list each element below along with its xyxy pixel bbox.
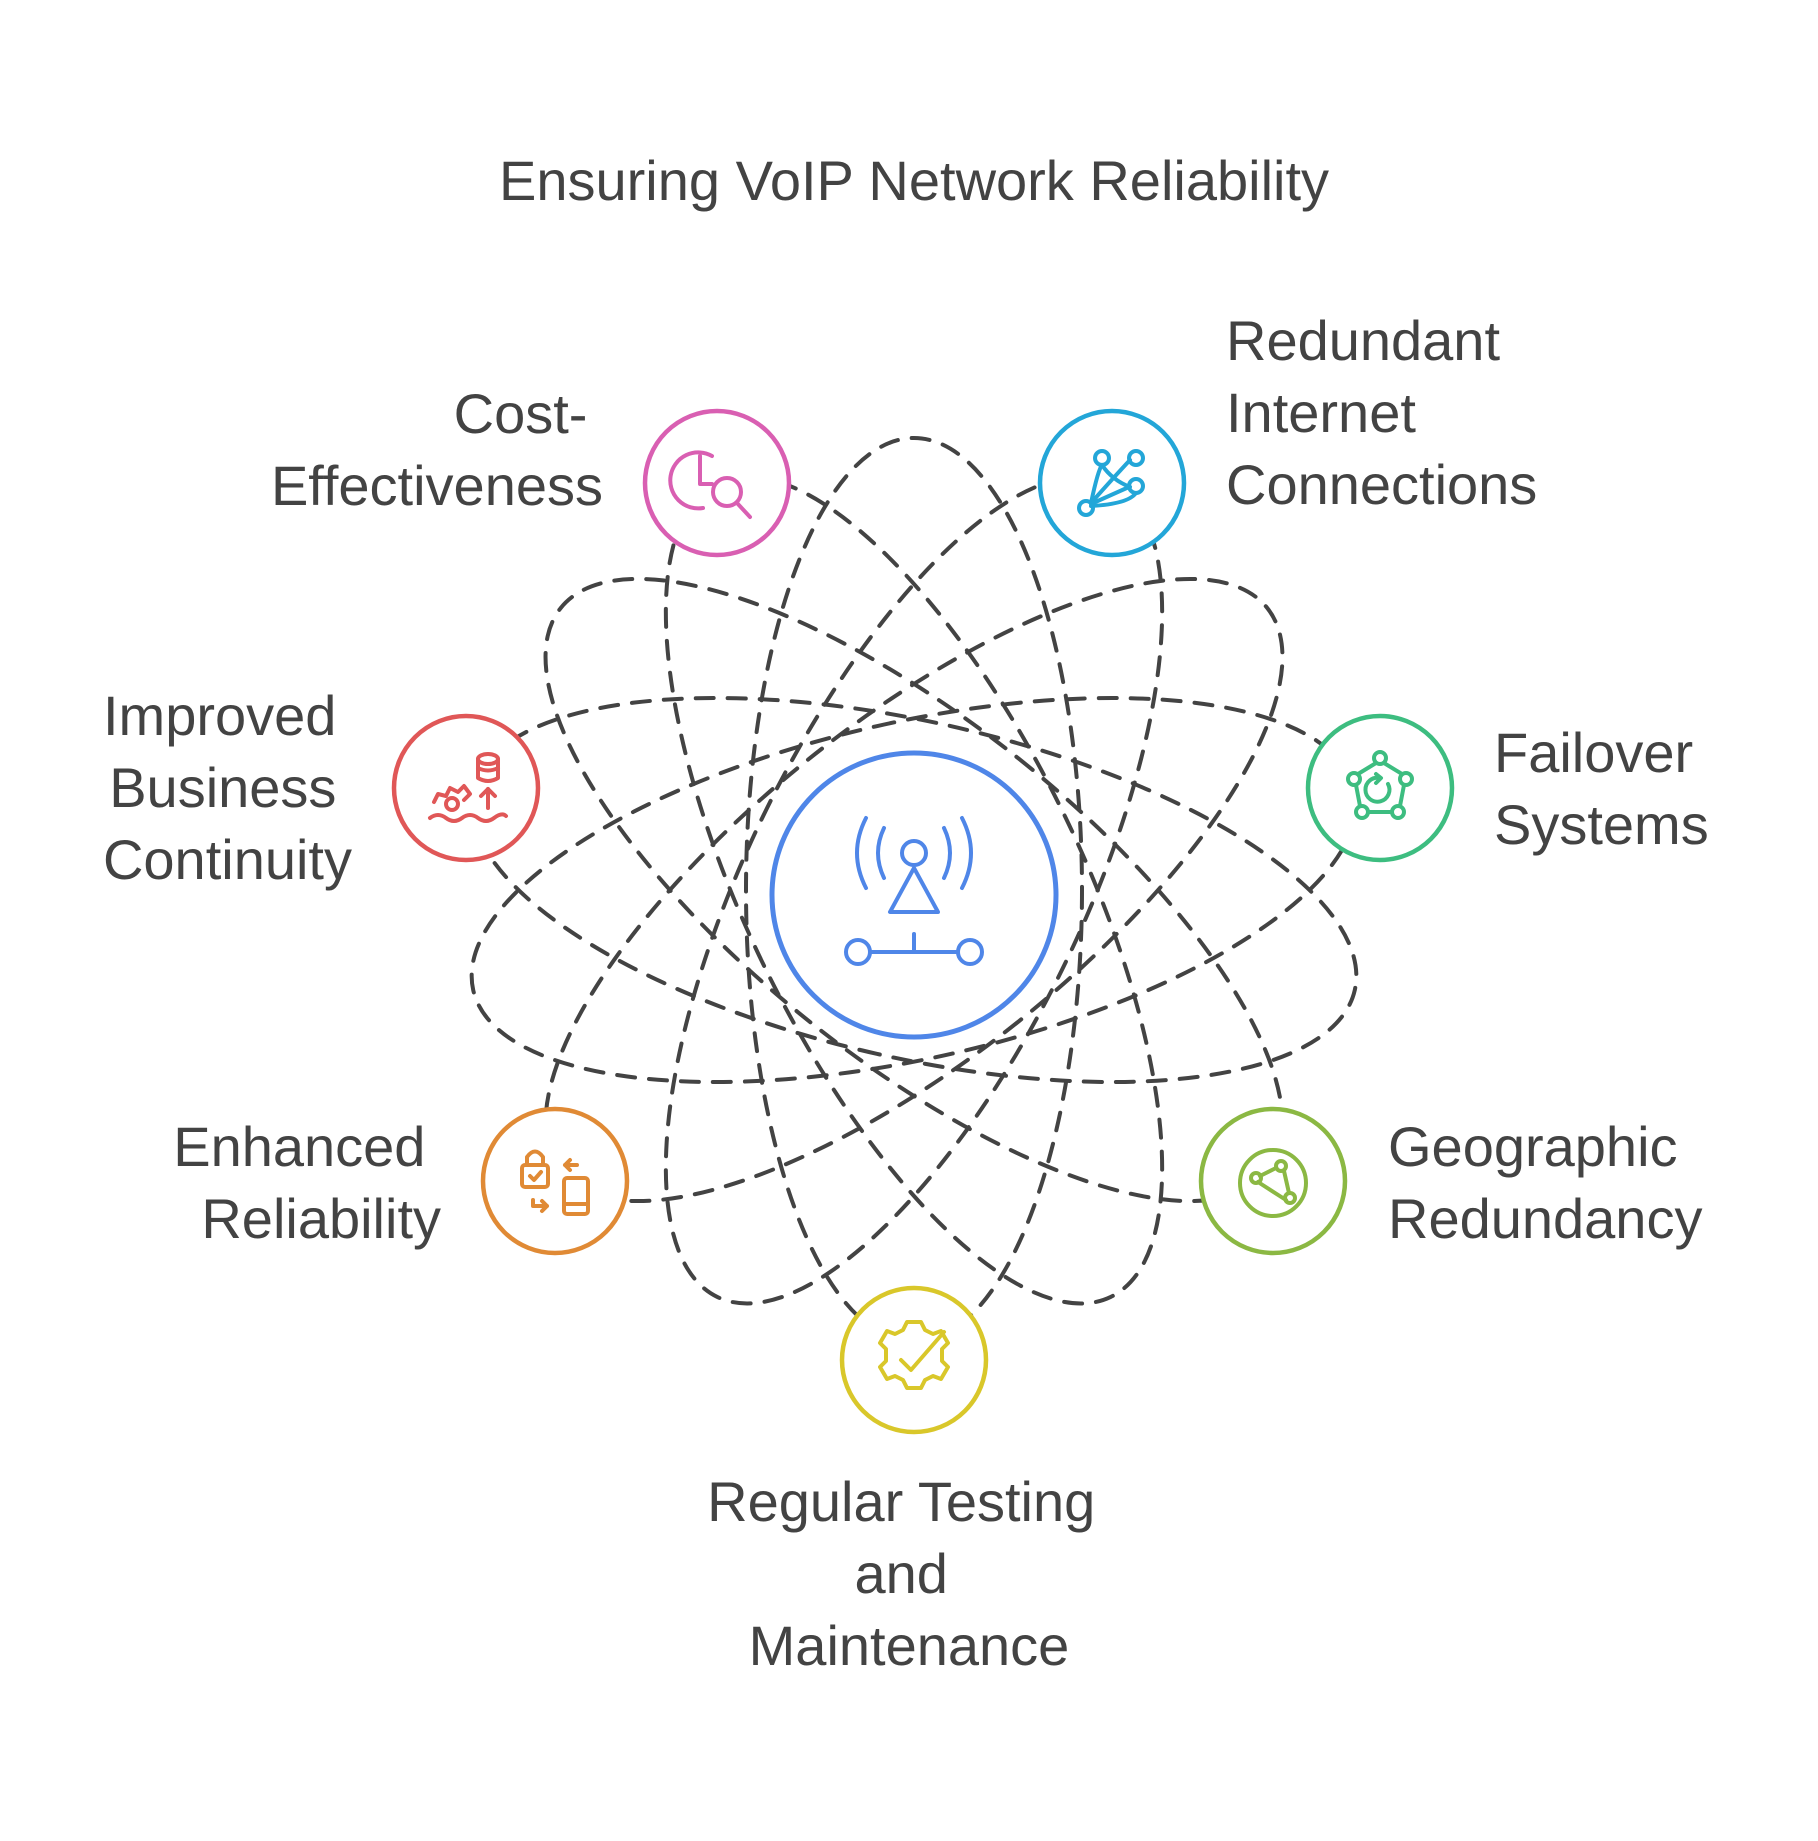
node-cost-effectiveness: Cost- Effectiveness [271, 382, 792, 558]
geographic-label: Geographic Redundancy [1388, 1115, 1702, 1250]
testing-node-circle [839, 1285, 989, 1435]
redundant-label: Redundant Internet Connections [1226, 309, 1537, 516]
lock-device-sync-icon [520, 1149, 590, 1216]
redundant-node-circle [1037, 408, 1187, 558]
node-geographic-redundancy: Geographic Redundancy [1198, 1106, 1702, 1256]
node-enhanced-reliability: Enhanced Reliability [173, 1106, 630, 1256]
database-growth-icon [428, 752, 508, 823]
node-regular-testing: Regular Testing and Maintenance [707, 1285, 1111, 1677]
node-failover-systems: Failover Systems [1305, 713, 1709, 863]
testing-label: Regular Testing and Maintenance [707, 1470, 1111, 1677]
node-business-continuity: Improved Business Continuity [103, 684, 541, 891]
enhanced-label: Enhanced Reliability [173, 1115, 441, 1250]
cost-label: Cost- Effectiveness [271, 382, 603, 517]
failover-cycle-icon [1346, 750, 1414, 820]
globe-nodes-icon [1238, 1148, 1308, 1218]
gear-check-icon [878, 1320, 950, 1390]
failover-label: Failover Systems [1494, 721, 1709, 856]
center-circle [769, 750, 1059, 1040]
failover-node-circle [1305, 713, 1455, 863]
node-redundant-internet: Redundant Internet Connections [1037, 309, 1537, 558]
diagram-title: Ensuring VoIP Network Reliability [499, 149, 1329, 212]
enhanced-node-circle [480, 1106, 630, 1256]
broadcast-tower-icon [844, 816, 984, 966]
geographic-node-circle [1198, 1106, 1348, 1256]
network-nodes-icon [1077, 449, 1145, 517]
continuity-label: Improved Business Continuity [103, 684, 352, 891]
center-hub [769, 750, 1059, 1040]
pie-chart-magnify-icon [668, 450, 752, 519]
